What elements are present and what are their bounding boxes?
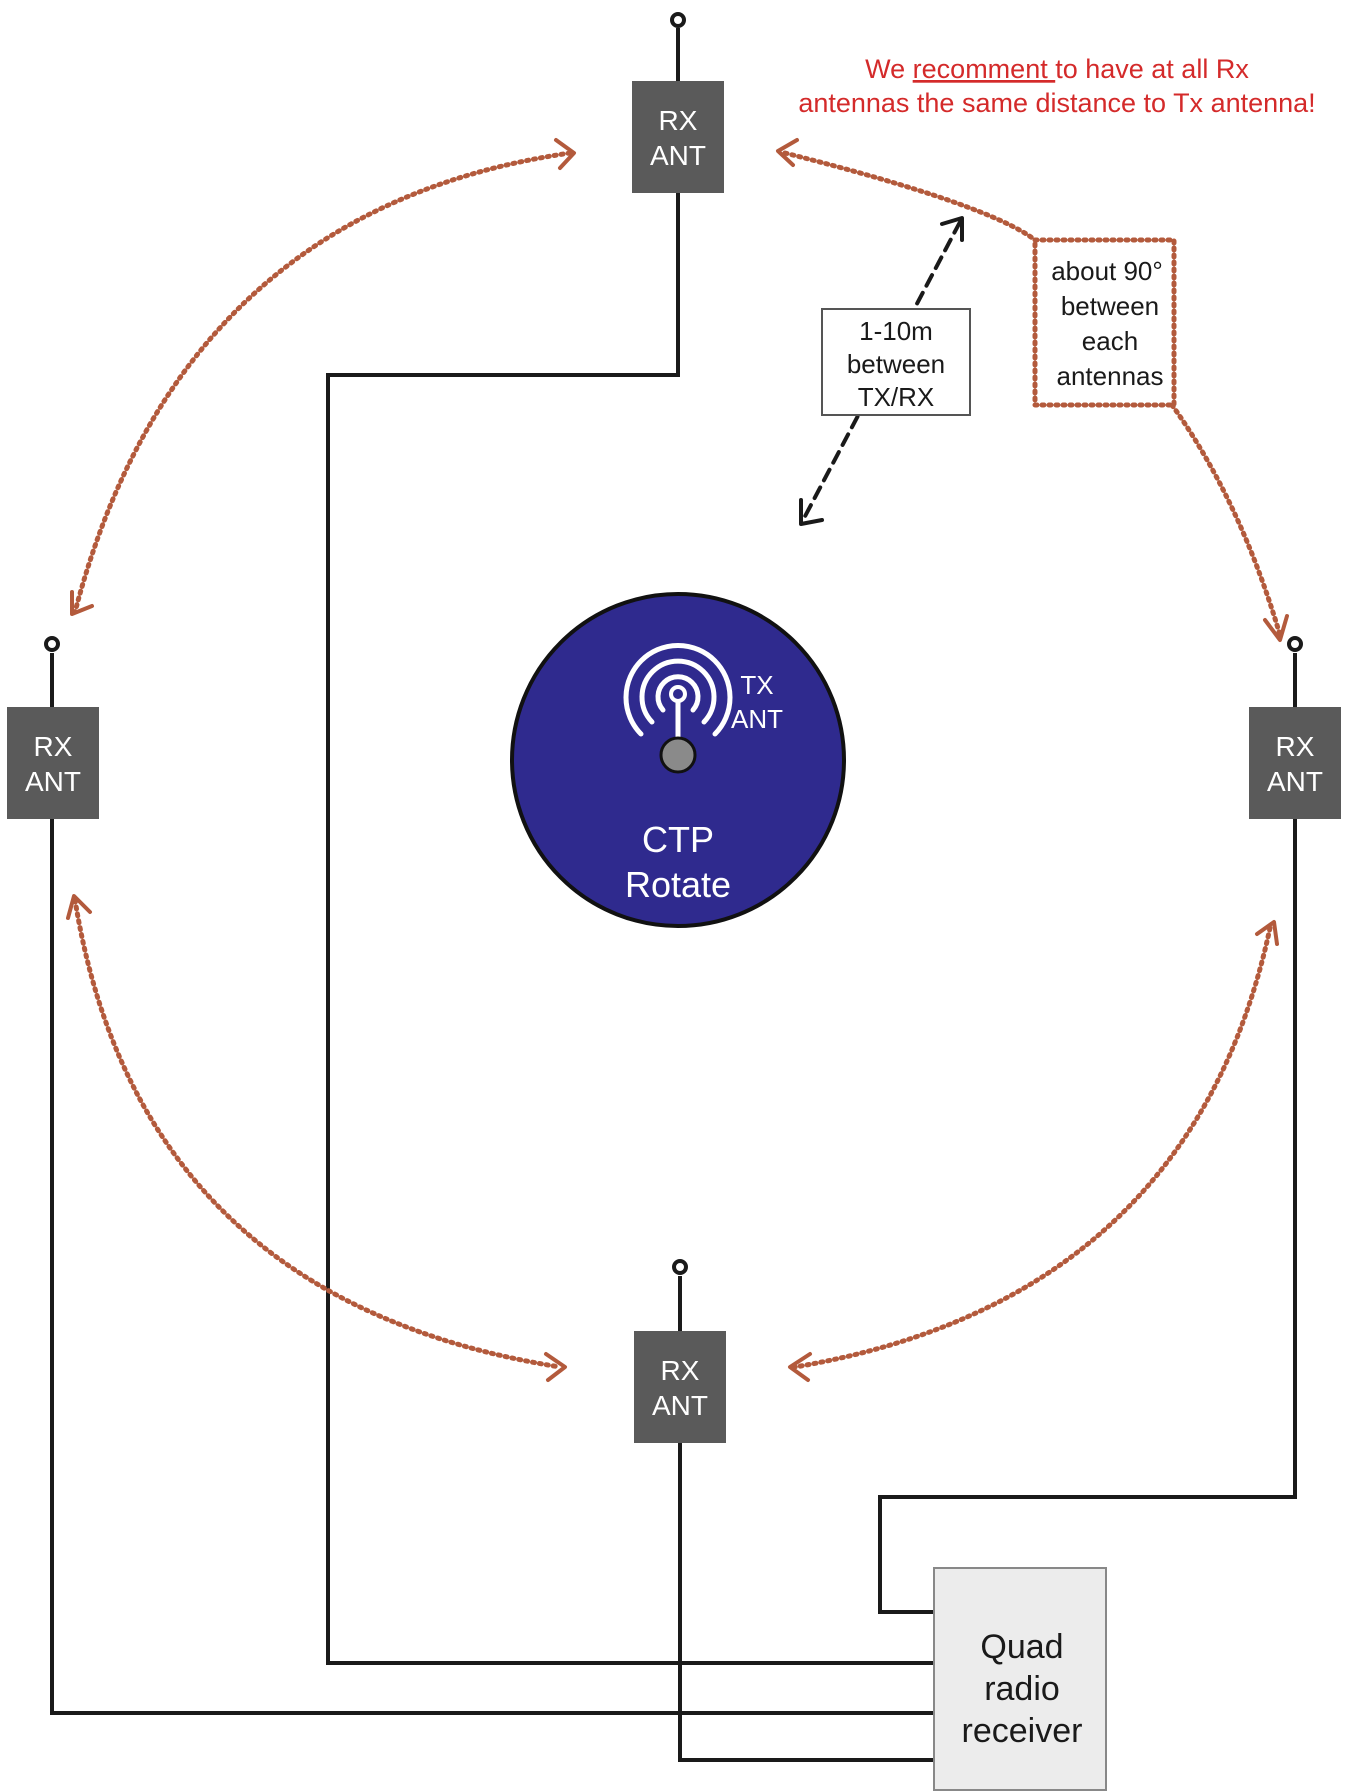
rx-antenna-bottom: RX ANT — [634, 1259, 726, 1443]
arrowhead-top-left-end — [554, 138, 576, 170]
quad-radio-receiver: Quad radio receiver — [933, 1567, 1107, 1791]
angle-label-line4: antennas — [1057, 361, 1164, 391]
radio-waves-icon — [623, 643, 733, 737]
receiver-line1: Quad — [980, 1628, 1063, 1666]
cables — [50, 190, 1297, 1762]
rx-top-line2: ANT — [650, 140, 706, 171]
arrowhead-bottom-right-end — [788, 1352, 812, 1382]
distance-label-box: 1-10m between TX/RX — [821, 308, 971, 416]
antenna-tip-icon — [670, 12, 686, 28]
distance-label-line3: TX/RX — [858, 382, 935, 412]
rx-bottom-line2: ANT — [652, 1390, 708, 1421]
arc-right-upper — [1169, 402, 1283, 638]
arc-right-bottom — [792, 925, 1273, 1370]
antenna-tip-icon — [1287, 636, 1303, 652]
distance-arrowhead-bottom — [799, 498, 824, 526]
spacing-arcs — [72, 150, 1283, 1370]
arc-top-right — [782, 150, 1038, 243]
receiver-line2: radio — [984, 1670, 1060, 1708]
note-line2: antennas the same distance to Tx antenna… — [798, 88, 1315, 118]
rx-right-line2: ANT — [1267, 766, 1323, 797]
receiver-line3: receiver — [962, 1712, 1083, 1750]
antenna-tip-icon — [44, 636, 60, 652]
arrowhead-right-bottom-start — [1255, 920, 1279, 946]
distance-label-line1: 1-10m — [859, 316, 933, 346]
arc-top-left — [72, 150, 573, 615]
tx-title-line1: CTP — [642, 819, 714, 860]
arrowhead-left-bottom-start — [66, 894, 92, 920]
cable-right-antenna — [878, 815, 1297, 1614]
rx-antenna-right: RX ANT — [1249, 636, 1341, 819]
arrowhead-top-right-start — [776, 138, 799, 167]
angle-label-line2: between — [1061, 291, 1159, 321]
tx-antenna-base-icon — [659, 736, 697, 774]
tx-title-line2: Rotate — [625, 864, 731, 905]
rx-top-line1: RX — [659, 105, 698, 136]
rx-antenna-top: RX ANT — [632, 12, 724, 193]
rx-left-line2: ANT — [25, 766, 81, 797]
arrowhead-right-top-end — [1263, 614, 1289, 642]
rx-antenna-left: RX ANT — [7, 636, 99, 819]
arc-arrowheads — [66, 138, 1289, 1382]
antenna-tip-icon — [672, 1259, 688, 1275]
note-line1: We recomment to have at all Rx — [865, 54, 1249, 84]
angle-label-line3: each — [1082, 326, 1138, 356]
angle-label-box: about 90° between each antennas — [1032, 237, 1177, 408]
arrowhead-bottom-left-end — [544, 1352, 567, 1382]
arrowhead-left-top-end — [70, 590, 94, 616]
cable-bottom-antenna — [678, 1438, 936, 1762]
cable-top-antenna — [326, 190, 936, 1665]
tx-antenna-disc: TX ANT CTP Rotate — [510, 592, 846, 928]
angle-label-line1: about 90° — [1051, 256, 1163, 286]
recommendation-note: We recomment to have at all Rx antennas … — [798, 54, 1315, 118]
rx-bottom-line1: RX — [661, 1355, 700, 1386]
tx-antenna-tip-icon — [669, 685, 687, 703]
rx-left-line1: RX — [34, 731, 73, 762]
distance-arrowhead-top — [940, 216, 964, 242]
rx-right-line1: RX — [1276, 731, 1315, 762]
tx-label-line1: TX — [740, 670, 773, 700]
distance-label-line2: between — [847, 349, 945, 379]
tx-label-line2: ANT — [731, 704, 783, 734]
cable-left-antenna — [50, 815, 936, 1715]
arc-left-bottom — [72, 897, 563, 1370]
